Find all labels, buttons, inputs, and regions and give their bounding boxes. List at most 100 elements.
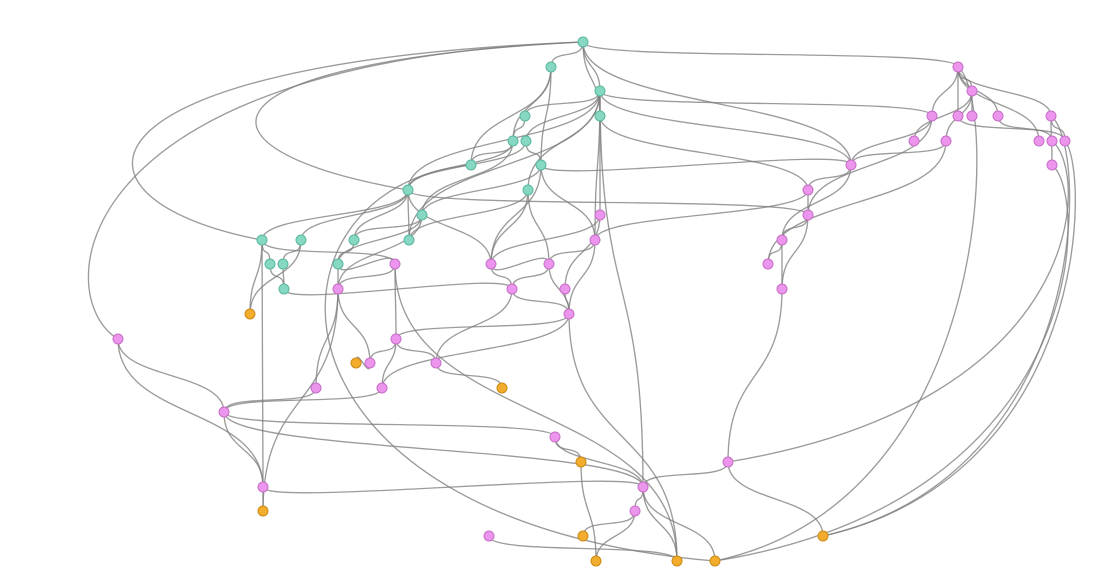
graph-edge (249, 239, 302, 315)
graph-edge (931, 66, 959, 117)
graph-node-pink[interactable] (485, 258, 497, 270)
graph-node-pink[interactable] (559, 283, 571, 295)
graph-edge (957, 115, 1066, 142)
graph-node-pink[interactable] (1046, 135, 1058, 147)
graph-node-teal[interactable] (594, 110, 606, 122)
graph-node-pink[interactable] (722, 456, 734, 468)
graph-node-teal[interactable] (403, 234, 415, 246)
graph-edge (407, 189, 492, 265)
graph-node-orange[interactable] (496, 382, 508, 394)
graph-node-teal[interactable] (507, 135, 519, 147)
graph-node-orange[interactable] (817, 530, 829, 542)
graph-node-pink[interactable] (1045, 110, 1057, 122)
graph-node-pink[interactable] (218, 406, 230, 418)
graph-node-pink[interactable] (1059, 135, 1071, 147)
graph-node-pink[interactable] (802, 209, 814, 221)
graph-node-pink[interactable] (629, 505, 641, 517)
graph-edge (394, 263, 678, 562)
graph-edge (407, 90, 601, 191)
graph-node-pink[interactable] (1033, 135, 1045, 147)
graph-edge (262, 288, 339, 512)
graph-node-pink[interactable] (506, 283, 518, 295)
graph-node-teal[interactable] (545, 61, 557, 73)
graph-node-pink[interactable] (483, 530, 495, 542)
graph-node-orange[interactable] (709, 555, 721, 567)
graph-node-pink[interactable] (376, 382, 388, 394)
graph-node-pink[interactable] (390, 333, 402, 345)
graph-node-orange[interactable] (577, 530, 589, 542)
graph-node-teal[interactable] (416, 209, 428, 221)
graph-edge (527, 189, 550, 265)
graph-node-pink[interactable] (364, 357, 376, 369)
graph-node-pink[interactable] (952, 110, 964, 122)
graph-edge (568, 239, 596, 315)
graph-node-teal[interactable] (295, 234, 307, 246)
graph-node-pink[interactable] (776, 283, 788, 295)
graph-edge (554, 436, 644, 488)
graph-edge (490, 189, 529, 265)
graph-node-pink[interactable] (389, 258, 401, 270)
graph-edge (595, 510, 636, 562)
graph-node-teal[interactable] (278, 283, 290, 295)
graph-node-orange[interactable] (350, 357, 362, 369)
graph-edge (117, 338, 264, 488)
graph-edge (223, 387, 317, 413)
graph-node-pink[interactable] (966, 85, 978, 97)
graph-node-teal[interactable] (535, 159, 547, 171)
graph-node-pink[interactable] (430, 357, 442, 369)
graph-node-teal[interactable] (465, 159, 477, 171)
graph-edge (117, 338, 225, 413)
graph-edge (594, 189, 809, 241)
graph-edge (850, 140, 947, 166)
graph-node-orange[interactable] (244, 308, 256, 320)
graph-node-pink[interactable] (543, 258, 555, 270)
graph-edge (381, 338, 397, 389)
graph-node-pink[interactable] (257, 481, 269, 493)
graph-node-teal[interactable] (277, 258, 289, 270)
graph-node-pink[interactable] (926, 110, 938, 122)
graph-node-pink[interactable] (637, 481, 649, 493)
graph-node-orange[interactable] (575, 456, 587, 468)
graph-edge (353, 189, 409, 241)
graph-node-pink[interactable] (966, 110, 978, 122)
graph-node-teal[interactable] (348, 234, 360, 246)
graph-node-pink[interactable] (549, 431, 561, 443)
graph-node-pink[interactable] (908, 135, 920, 147)
graph-node-pink[interactable] (940, 135, 952, 147)
graph-node-orange[interactable] (257, 505, 269, 517)
graph-node-pink[interactable] (310, 382, 322, 394)
graph-edge (599, 115, 809, 191)
graph-node-pink[interactable] (992, 110, 1004, 122)
graph-node-teal[interactable] (577, 36, 589, 48)
graph-node-orange[interactable] (671, 555, 683, 567)
graph-edge (337, 288, 371, 364)
graph-node-pink[interactable] (112, 333, 124, 345)
graph-edge (822, 140, 1077, 537)
graph-node-pink[interactable] (845, 159, 857, 171)
graph-node-pink[interactable] (802, 184, 814, 196)
graph-node-orange[interactable] (590, 555, 602, 567)
graph-edge (261, 189, 409, 241)
graph-node-teal[interactable] (402, 184, 414, 196)
graph-node-teal[interactable] (256, 234, 268, 246)
graph-node-teal[interactable] (519, 110, 531, 122)
graph-node-pink[interactable] (563, 308, 575, 320)
graph-node-pink[interactable] (776, 234, 788, 246)
graph-node-pink[interactable] (594, 209, 606, 221)
graph-edge (223, 387, 383, 413)
graph-node-pink[interactable] (762, 258, 774, 270)
graph-edge (727, 288, 783, 463)
graph-edge (582, 41, 852, 166)
graph-node-teal[interactable] (264, 258, 276, 270)
graph-node-teal[interactable] (594, 85, 606, 97)
graph-node-pink[interactable] (332, 283, 344, 295)
graph-node-pink[interactable] (1046, 159, 1058, 171)
graph-node-teal[interactable] (522, 184, 534, 196)
graph-edge (223, 411, 556, 438)
graph-node-pink[interactable] (952, 61, 964, 73)
graph-node-pink[interactable] (589, 234, 601, 246)
graph-edge (580, 461, 597, 562)
graph-node-teal[interactable] (520, 135, 532, 147)
graph-node-teal[interactable] (332, 258, 344, 270)
